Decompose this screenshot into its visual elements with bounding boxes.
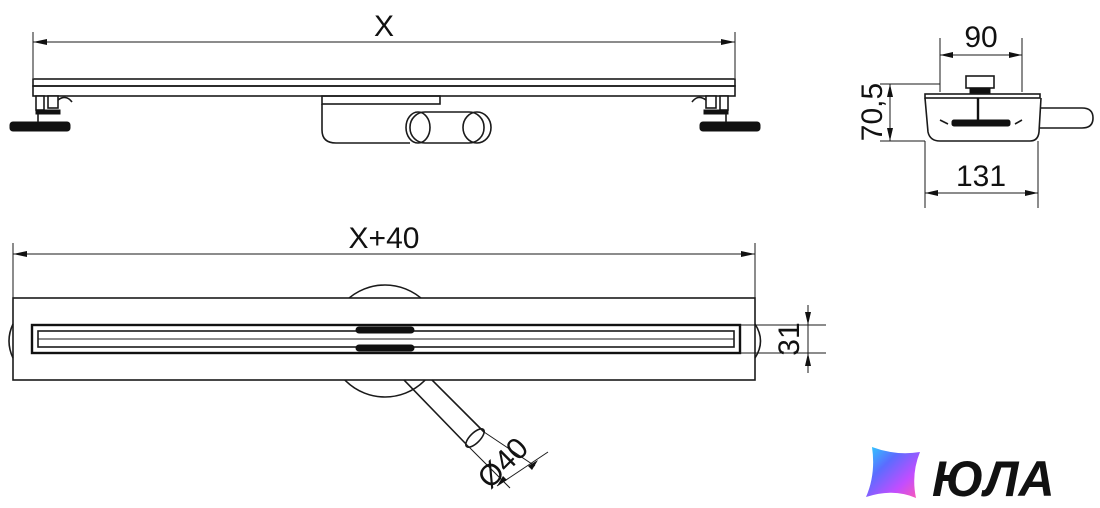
trap-beads bbox=[355, 326, 415, 352]
star-gradient-icon bbox=[866, 447, 920, 498]
dimension-90-label: 90 bbox=[964, 21, 997, 54]
dimension-131: 131 bbox=[924, 141, 1039, 208]
dimension-70-5-label: 70,5 bbox=[856, 83, 889, 141]
side-view: X bbox=[9, 10, 761, 144]
left-foot bbox=[9, 95, 73, 132]
siphon bbox=[321, 95, 492, 144]
dimension-131-label: 131 bbox=[956, 160, 1006, 193]
dimension-70-5: 70,5 bbox=[856, 83, 940, 142]
right-foot bbox=[691, 95, 761, 132]
section-view: 90 70,5 131 bbox=[856, 21, 1094, 208]
top-view: X+40 31 bbox=[8, 222, 826, 495]
dimension-x-label: X bbox=[374, 10, 394, 43]
dimension-x-plus-40: X+40 bbox=[12, 222, 756, 298]
dimension-x: X bbox=[32, 10, 736, 78]
dimension-x-plus-40-label: X+40 bbox=[349, 222, 420, 255]
yula-logo: ЮЛА bbox=[866, 447, 1055, 507]
dimension-31: 31 bbox=[740, 305, 826, 373]
logo-text: ЮЛА bbox=[932, 451, 1055, 507]
dimension-90: 90 bbox=[939, 21, 1023, 92]
outlet-pipe bbox=[403, 379, 485, 448]
dimension-outlet-diameter-label: Ø40 bbox=[472, 432, 535, 495]
dimension-31-label: 31 bbox=[773, 322, 806, 355]
